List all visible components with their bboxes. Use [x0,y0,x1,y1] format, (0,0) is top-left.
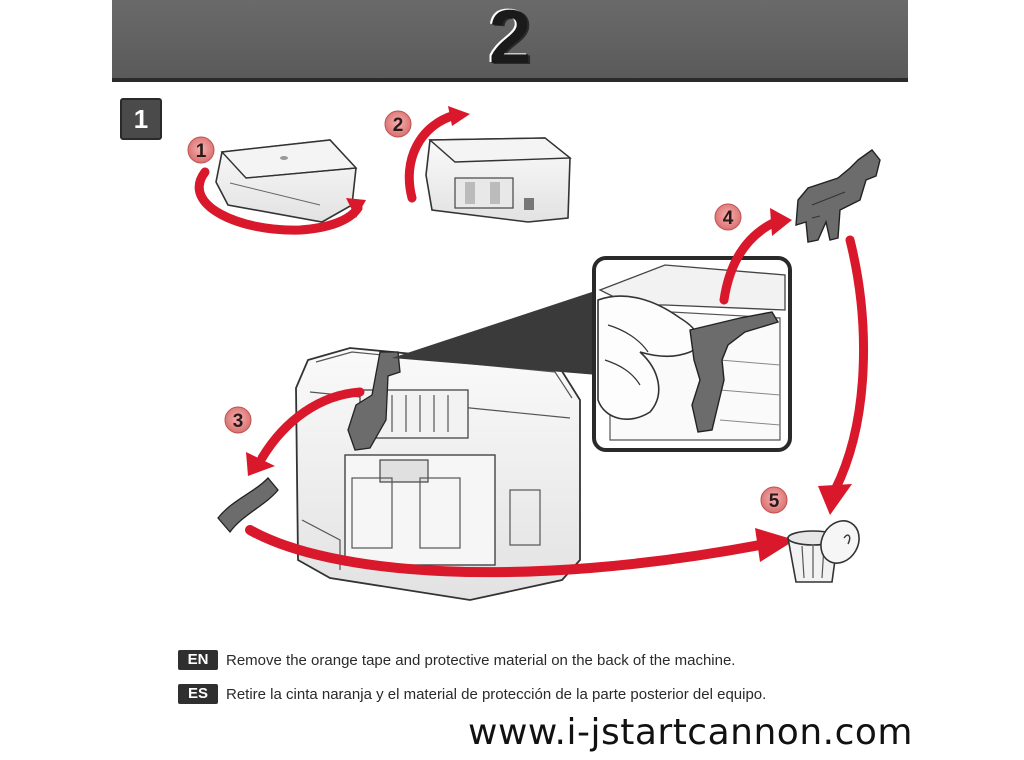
callout-4: 4 [714,203,742,231]
svg-text:5: 5 [769,491,780,512]
svg-text:2: 2 [393,115,404,136]
svg-text:3: 3 [233,411,244,432]
printer-back-icon [425,137,572,223]
printer-front-icon [215,139,358,223]
watermark-url: www.i-jstartcannon.com [468,712,913,753]
callout-2: 2 [384,110,412,138]
protective-material-icon [795,149,881,243]
zoom-inset [592,256,792,452]
hand-icon [597,295,700,420]
sub-step-badge: 1 [120,98,162,140]
callout-5: 5 [760,486,788,514]
instruction-text-en: Remove the orange tape and protective ma… [226,652,736,669]
instruction-text-es: Retire la cinta naranja y el material de… [226,686,767,703]
instruction-en: EN Remove the orange tape and protective… [178,650,886,672]
svg-text:4: 4 [723,208,734,229]
svg-text:1: 1 [196,141,207,162]
arrow-4 [719,217,780,305]
lang-badge-en: EN [178,650,218,670]
rotate-arrow-1 [194,167,363,235]
step-number: 2 [488,0,532,80]
lang-badge-es: ES [178,684,218,704]
rotate-arrow-2 [404,110,460,203]
protective-part-installed [347,351,401,451]
callout-1: 1 [187,136,215,164]
trash-bin-icon [787,520,860,583]
arrow-tape-to-trash [245,525,765,578]
tape-strip-icon [217,477,279,534]
callout-3: 3 [224,406,252,434]
step-banner: 2 [112,0,908,82]
zoom-wedge [392,290,598,375]
arrow-3 [257,387,365,463]
instruction-es: ES Retire la cinta naranja y el material… [178,684,886,706]
arrow-to-trash-right [830,235,868,495]
